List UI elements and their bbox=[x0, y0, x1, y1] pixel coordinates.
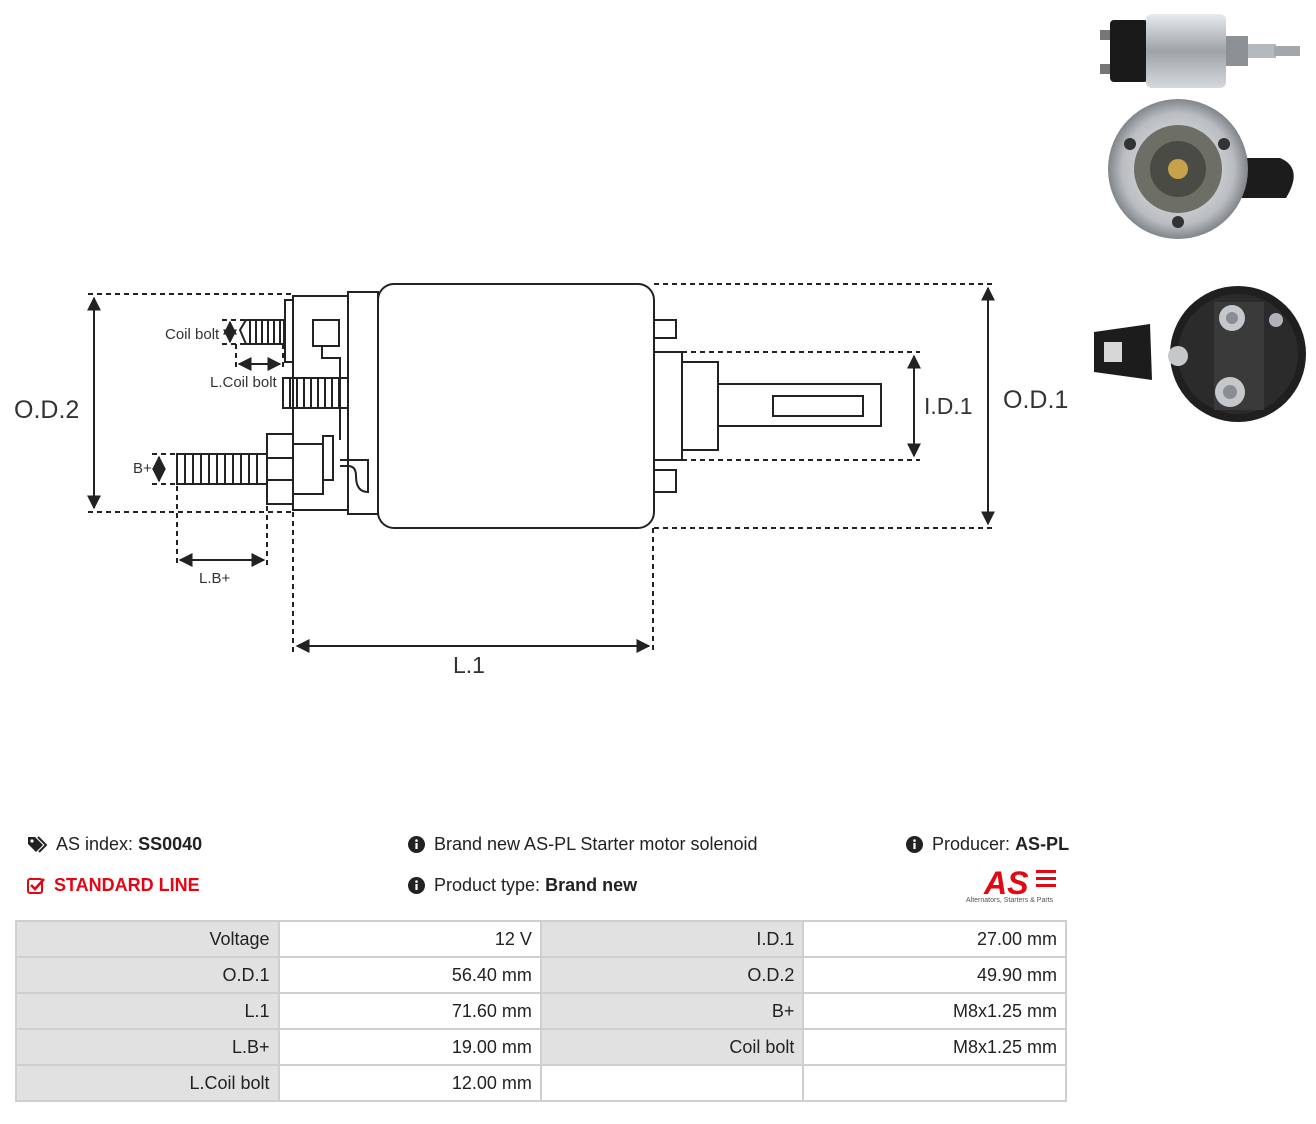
producer-value: AS-PL bbox=[1015, 834, 1070, 854]
product-type-value: Brand new bbox=[545, 875, 638, 895]
label-l1: L.1 bbox=[453, 652, 485, 678]
info-icon bbox=[408, 836, 425, 853]
table-row: L.B+ 19.00 mm Coil bolt M8x1.25 mm bbox=[15, 1028, 1067, 1066]
tags-icon bbox=[27, 835, 47, 854]
as-index-value: SS0040 bbox=[138, 834, 203, 854]
spec-value: 12.00 mm bbox=[277, 1064, 542, 1102]
check-square-icon bbox=[27, 877, 45, 894]
logo-tagline: Alternators, Starters & Parts bbox=[966, 897, 1054, 904]
info-icon bbox=[906, 836, 923, 853]
product-photo-front bbox=[1108, 99, 1294, 239]
as-index-label: AS index: bbox=[56, 834, 134, 854]
specs-table: Voltage 12 V I.D.1 27.00 mm O.D.1 56.40 … bbox=[15, 920, 1067, 1102]
label-od2: O.D.2 bbox=[14, 396, 79, 424]
spec-value: M8x1.25 mm bbox=[802, 992, 1067, 1030]
solenoid-technical-drawing: O.D.2 O.D.1 I.D.1 L.1 Coil bolt L.Coil b… bbox=[14, 283, 1068, 678]
spec-key: I.D.1 bbox=[539, 920, 805, 958]
spec-key: Voltage bbox=[15, 920, 280, 958]
b-plus-bolt bbox=[176, 433, 334, 505]
as-pl-logo: AS Alternators, Starters & Parts bbox=[960, 864, 1068, 908]
table-row: O.D.1 56.40 mm O.D.2 49.90 mm bbox=[15, 956, 1067, 994]
product-photo-side bbox=[1100, 14, 1300, 88]
spec-value: M8x1.25 mm bbox=[802, 1028, 1067, 1066]
standard-line: STANDARD LINE bbox=[27, 875, 200, 896]
coil-bolt bbox=[238, 319, 285, 345]
standard-line-text: STANDARD LINE bbox=[54, 875, 200, 895]
spec-value: 12 V bbox=[277, 920, 542, 958]
label-b-plus: B+ bbox=[133, 460, 152, 477]
spec-key: Coil bolt bbox=[539, 1028, 805, 1066]
spec-value: 71.60 mm bbox=[277, 992, 542, 1030]
spec-key: L.Coil bolt bbox=[15, 1064, 280, 1102]
label-l-b-plus: L.B+ bbox=[199, 570, 231, 587]
logo-mark: AS bbox=[983, 865, 1029, 898]
info-icon bbox=[408, 877, 425, 894]
spec-value: 27.00 mm bbox=[802, 920, 1067, 958]
as-index: AS index: SS0040 bbox=[27, 834, 202, 855]
description-text: Brand new AS-PL Starter motor solenoid bbox=[434, 834, 758, 854]
product-description: Brand new AS-PL Starter motor solenoid bbox=[408, 834, 758, 855]
producer-label: Producer: bbox=[932, 834, 1011, 854]
table-row: Voltage 12 V I.D.1 27.00 mm bbox=[15, 920, 1067, 958]
spec-key: B+ bbox=[539, 992, 805, 1030]
spec-empty bbox=[539, 1064, 805, 1102]
product-type-label: Product type: bbox=[434, 875, 541, 895]
spec-key: L.B+ bbox=[15, 1028, 280, 1066]
spec-key: O.D.2 bbox=[539, 956, 805, 994]
spec-key: L.1 bbox=[15, 992, 280, 1030]
label-id1: I.D.1 bbox=[924, 393, 973, 419]
spec-value: 49.90 mm bbox=[802, 956, 1067, 994]
spec-value: 56.40 mm bbox=[277, 956, 542, 994]
spec-value: 19.00 mm bbox=[277, 1028, 542, 1066]
label-od1: O.D.1 bbox=[1003, 386, 1068, 414]
producer: Producer: AS-PL bbox=[906, 834, 1069, 855]
product-photo-rear bbox=[1094, 286, 1306, 422]
label-coil-bolt: Coil bolt bbox=[165, 326, 220, 343]
table-row: L.Coil bolt 12.00 mm bbox=[15, 1064, 1067, 1102]
table-row: L.1 71.60 mm B+ M8x1.25 mm bbox=[15, 992, 1067, 1030]
label-l-coil-bolt: L.Coil bolt bbox=[210, 374, 278, 391]
product-type: Product type: Brand new bbox=[408, 875, 637, 896]
spec-empty bbox=[802, 1064, 1067, 1102]
spec-key: O.D.1 bbox=[15, 956, 280, 994]
solenoid-body bbox=[377, 283, 655, 529]
